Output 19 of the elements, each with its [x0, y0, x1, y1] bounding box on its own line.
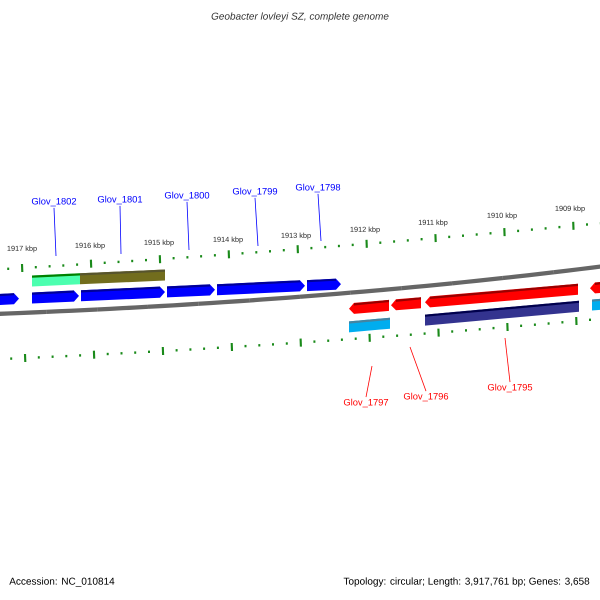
leader-line: [504, 338, 510, 382]
leader-line: [186, 202, 190, 250]
leader-line: [254, 198, 258, 246]
leader-line: [410, 346, 426, 392]
leader-line: [318, 194, 322, 242]
gene-label: Glov_1802: [32, 198, 76, 206]
gene-label: Glov_1799: [232, 188, 278, 196]
leader-line: [54, 208, 56, 256]
gene-label: Glov_1795: [488, 384, 532, 392]
gene-label: Glov_1798: [296, 184, 340, 192]
accession-text: Accession: NC_010814: [9, 577, 114, 587]
genome-info-text: Topology: circular; Length: 3,917,761 bp; Genes: 3,658: [344, 577, 590, 587]
leader-line: [120, 206, 122, 254]
gene-label: Glov_1800: [164, 192, 210, 200]
gene-label: Glov_1796: [404, 392, 448, 402]
gene-label: Glov_1801: [98, 196, 142, 204]
leader-line: [366, 366, 372, 398]
gene-label: Glov_1797: [344, 398, 388, 408]
title: Geobacter lovleyi SZ, complete genome: [212, 12, 389, 22]
